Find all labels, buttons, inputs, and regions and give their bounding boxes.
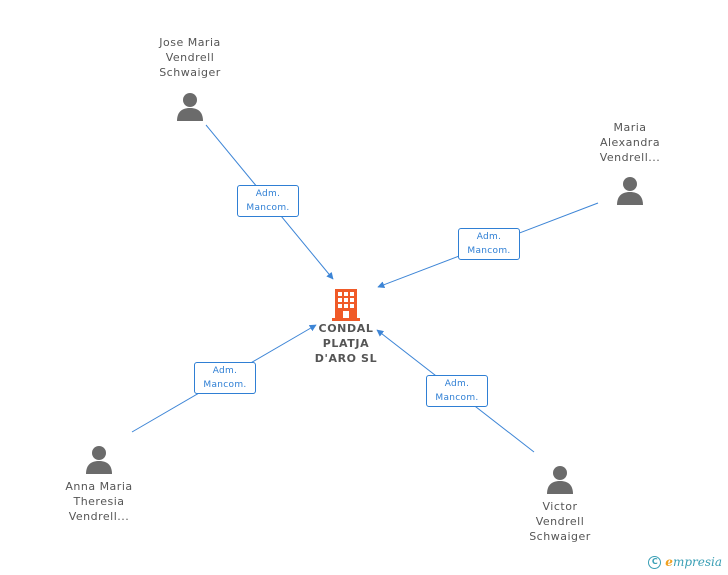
building-icon [332, 289, 360, 321]
relation-label-maria[interactable]: Adm. Mancom. [458, 228, 520, 260]
person-icon [177, 93, 203, 121]
brand-logo: empresia [665, 555, 722, 569]
relation-label-victor[interactable]: Adm. Mancom. [426, 375, 488, 407]
person-name: Victor Vendrell Schwaiger [529, 500, 591, 543]
person-node-anna[interactable]: Anna Maria Theresia Vendrell... [49, 444, 149, 524]
company-node[interactable]: CONDAL PLATJA D'ARO SL [300, 287, 392, 366]
person-name: Maria Alexandra Vendrell... [599, 121, 661, 164]
person-name: Anna Maria Theresia Vendrell... [65, 480, 133, 523]
copyright-icon: C [648, 555, 662, 569]
relation-label-anna[interactable]: Adm. Mancom. [194, 362, 256, 394]
person-icon [86, 446, 112, 474]
footer-branding: C empresia [648, 554, 722, 570]
relation-label-jose[interactable]: Adm. Mancom. [237, 185, 299, 217]
person-icon [617, 177, 643, 205]
person-node-jose[interactable]: Jose Maria Vendrell Schwaiger [140, 35, 240, 121]
person-name: Jose Maria Vendrell Schwaiger [159, 36, 221, 79]
company-name: CONDAL PLATJA D'ARO SL [314, 322, 378, 365]
person-icon [547, 466, 573, 494]
person-node-victor[interactable]: Victor Vendrell Schwaiger [510, 464, 610, 544]
person-node-maria[interactable]: Maria Alexandra Vendrell... [580, 120, 680, 205]
